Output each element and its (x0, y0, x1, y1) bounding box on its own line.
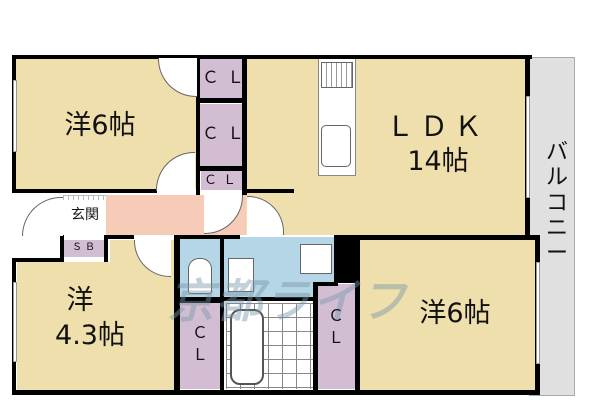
window-sw (13, 282, 17, 362)
entrance (63, 195, 106, 235)
ldk-area-label: 14帖 (407, 146, 469, 177)
watermark: 京都ライフ (168, 274, 408, 328)
room-western-se-label: 洋6帖 (419, 298, 491, 329)
shoe-box-label: ＳＢ (72, 242, 98, 253)
window-ldk (526, 96, 530, 198)
closet-4-label: Ｃ Ｌ (191, 323, 208, 365)
window-nw (13, 80, 17, 152)
stove-icon (321, 62, 353, 88)
window-se (536, 262, 540, 364)
room-western-sw-label: 洋 (66, 285, 94, 316)
ldk-label: ＬＤＫ (385, 110, 488, 143)
washing-machine-pan-icon (300, 244, 332, 274)
sink-icon (321, 125, 351, 167)
closet-3-label: ＣＬ (203, 173, 242, 188)
balcony-label: バルコニー (545, 140, 568, 267)
toilet-icon (188, 258, 212, 294)
closet-5 (317, 284, 355, 389)
closet-1-label: ＣＬ (202, 68, 252, 88)
room-western-se (360, 240, 538, 390)
room-ldk (246, 57, 526, 235)
closet-3 (201, 171, 242, 190)
door-entrance (22, 197, 63, 236)
shoe-box (64, 240, 106, 257)
bathtub-icon (230, 309, 264, 385)
closet-2-label: ＣＬ (202, 124, 252, 144)
closet-2 (199, 104, 242, 166)
entrance-label: 玄関 (71, 207, 99, 223)
room-western-nw-label: 洋6帖 (64, 110, 136, 141)
closet-1 (199, 58, 242, 98)
closet-4 (180, 303, 220, 389)
closet-5-label: Ｃ Ｌ (327, 306, 344, 348)
room-western-sw-area-label: 4.3帖 (55, 320, 125, 351)
washbasin-icon (228, 258, 254, 292)
room-western-sw (17, 262, 174, 392)
